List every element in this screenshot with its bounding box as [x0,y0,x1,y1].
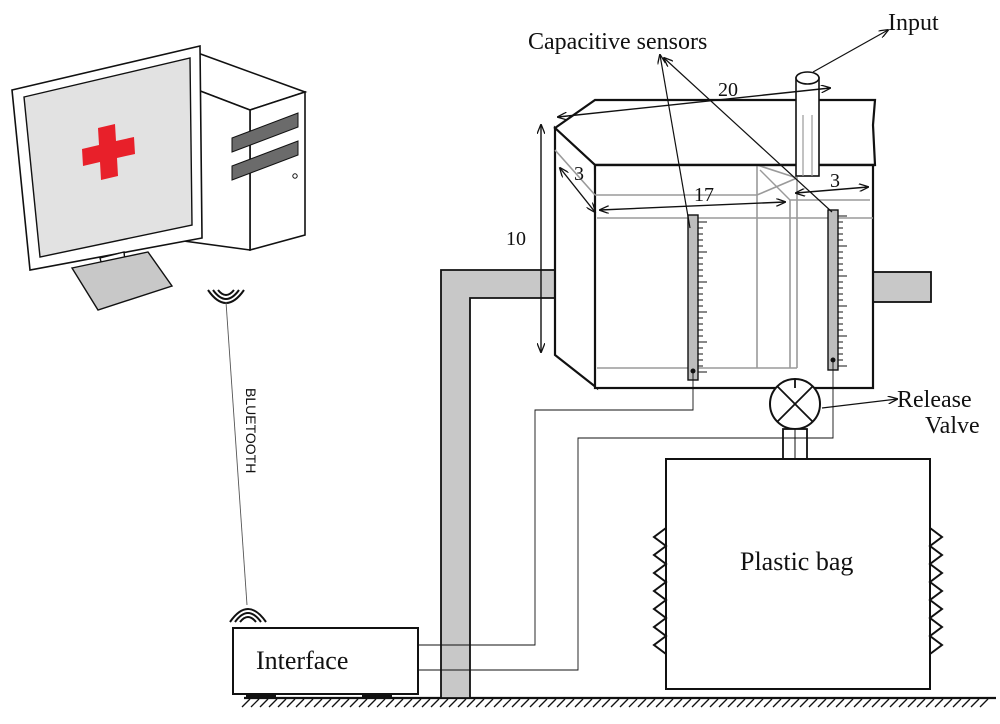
height-dimension: 10 [506,228,526,250]
capacitive-sensor-left [687,214,707,381]
computer [11,44,308,311]
sensor-callout-right [664,58,833,213]
main-chamber-arrow [600,202,785,210]
small-chamber-dimension: 3 [830,170,840,192]
support-pipe [440,269,556,699]
width-dimension-arrow [558,88,830,117]
plastic-bag [652,458,944,690]
interface-bluetooth-icon [229,608,267,623]
plastic-bag-label: Plastic bag [740,547,853,576]
valve-label: Valve [925,413,980,439]
interface-box [232,627,419,698]
monitor [11,44,203,311]
small-chamber-arrow [796,187,868,193]
sensor-wiring [418,360,834,671]
input-callout [812,30,888,73]
bluetooth-link [225,301,248,606]
depth-dimension-arrow [560,168,595,212]
release-label: Release [897,387,972,413]
width-dimension: 20 [718,79,738,101]
medical-cross-icon [82,124,135,180]
interface-label: Interface [256,646,348,675]
main-chamber-dimension: 17 [694,184,714,206]
capacitive-sensors-label: Capacitive sensors [528,29,707,55]
bluetooth-label: BLUETOOTH [243,388,259,473]
input-label: Input [888,10,939,36]
water-tank [553,98,877,391]
release-valve [769,378,821,460]
tank-top [553,98,877,167]
outlet-pipe [872,271,932,303]
ground [241,696,996,708]
valve-callout [821,399,897,409]
input-pipe [795,71,820,177]
sensor-callout-left [660,55,691,229]
pc-bluetooth-icon [207,289,245,304]
depth-dimension: 3 [574,163,584,185]
